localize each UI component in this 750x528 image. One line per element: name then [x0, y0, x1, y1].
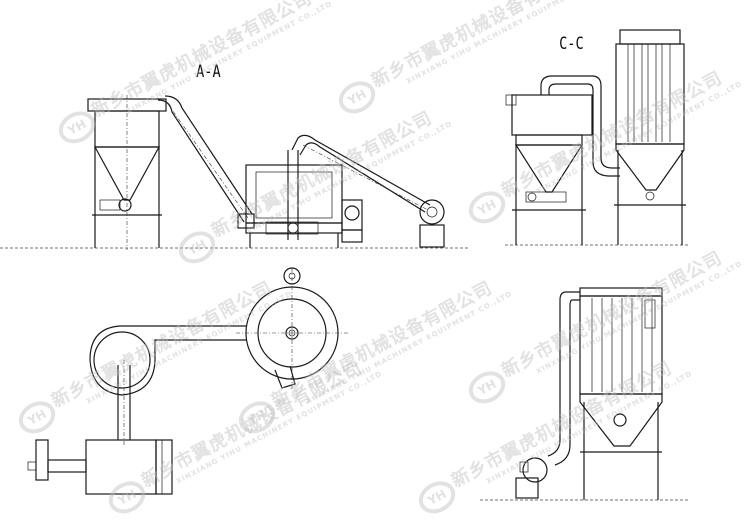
plan-view-left	[27, 267, 348, 495]
duct-and-fan-plan	[89, 325, 246, 445]
dust-collector-cc	[614, 29, 686, 245]
inclined-conveyor-1	[157, 95, 255, 229]
section-aa-label: A-A	[196, 62, 221, 82]
inclined-conveyor-2	[291, 134, 445, 248]
conveying-pipe-cc	[540, 75, 620, 177]
section-aa-view	[0, 95, 470, 250]
dust-collector-side-view	[480, 287, 690, 501]
motor-box-plan	[27, 439, 173, 495]
feed-hopper-aa	[87, 95, 167, 250]
feed-hopper-cc	[505, 94, 593, 245]
mixer-tank-plan	[236, 267, 348, 390]
fan-br	[515, 457, 548, 499]
section-cc-view	[505, 29, 690, 246]
section-cc-label: C-C	[559, 34, 584, 54]
mixer-aa	[245, 150, 363, 248]
